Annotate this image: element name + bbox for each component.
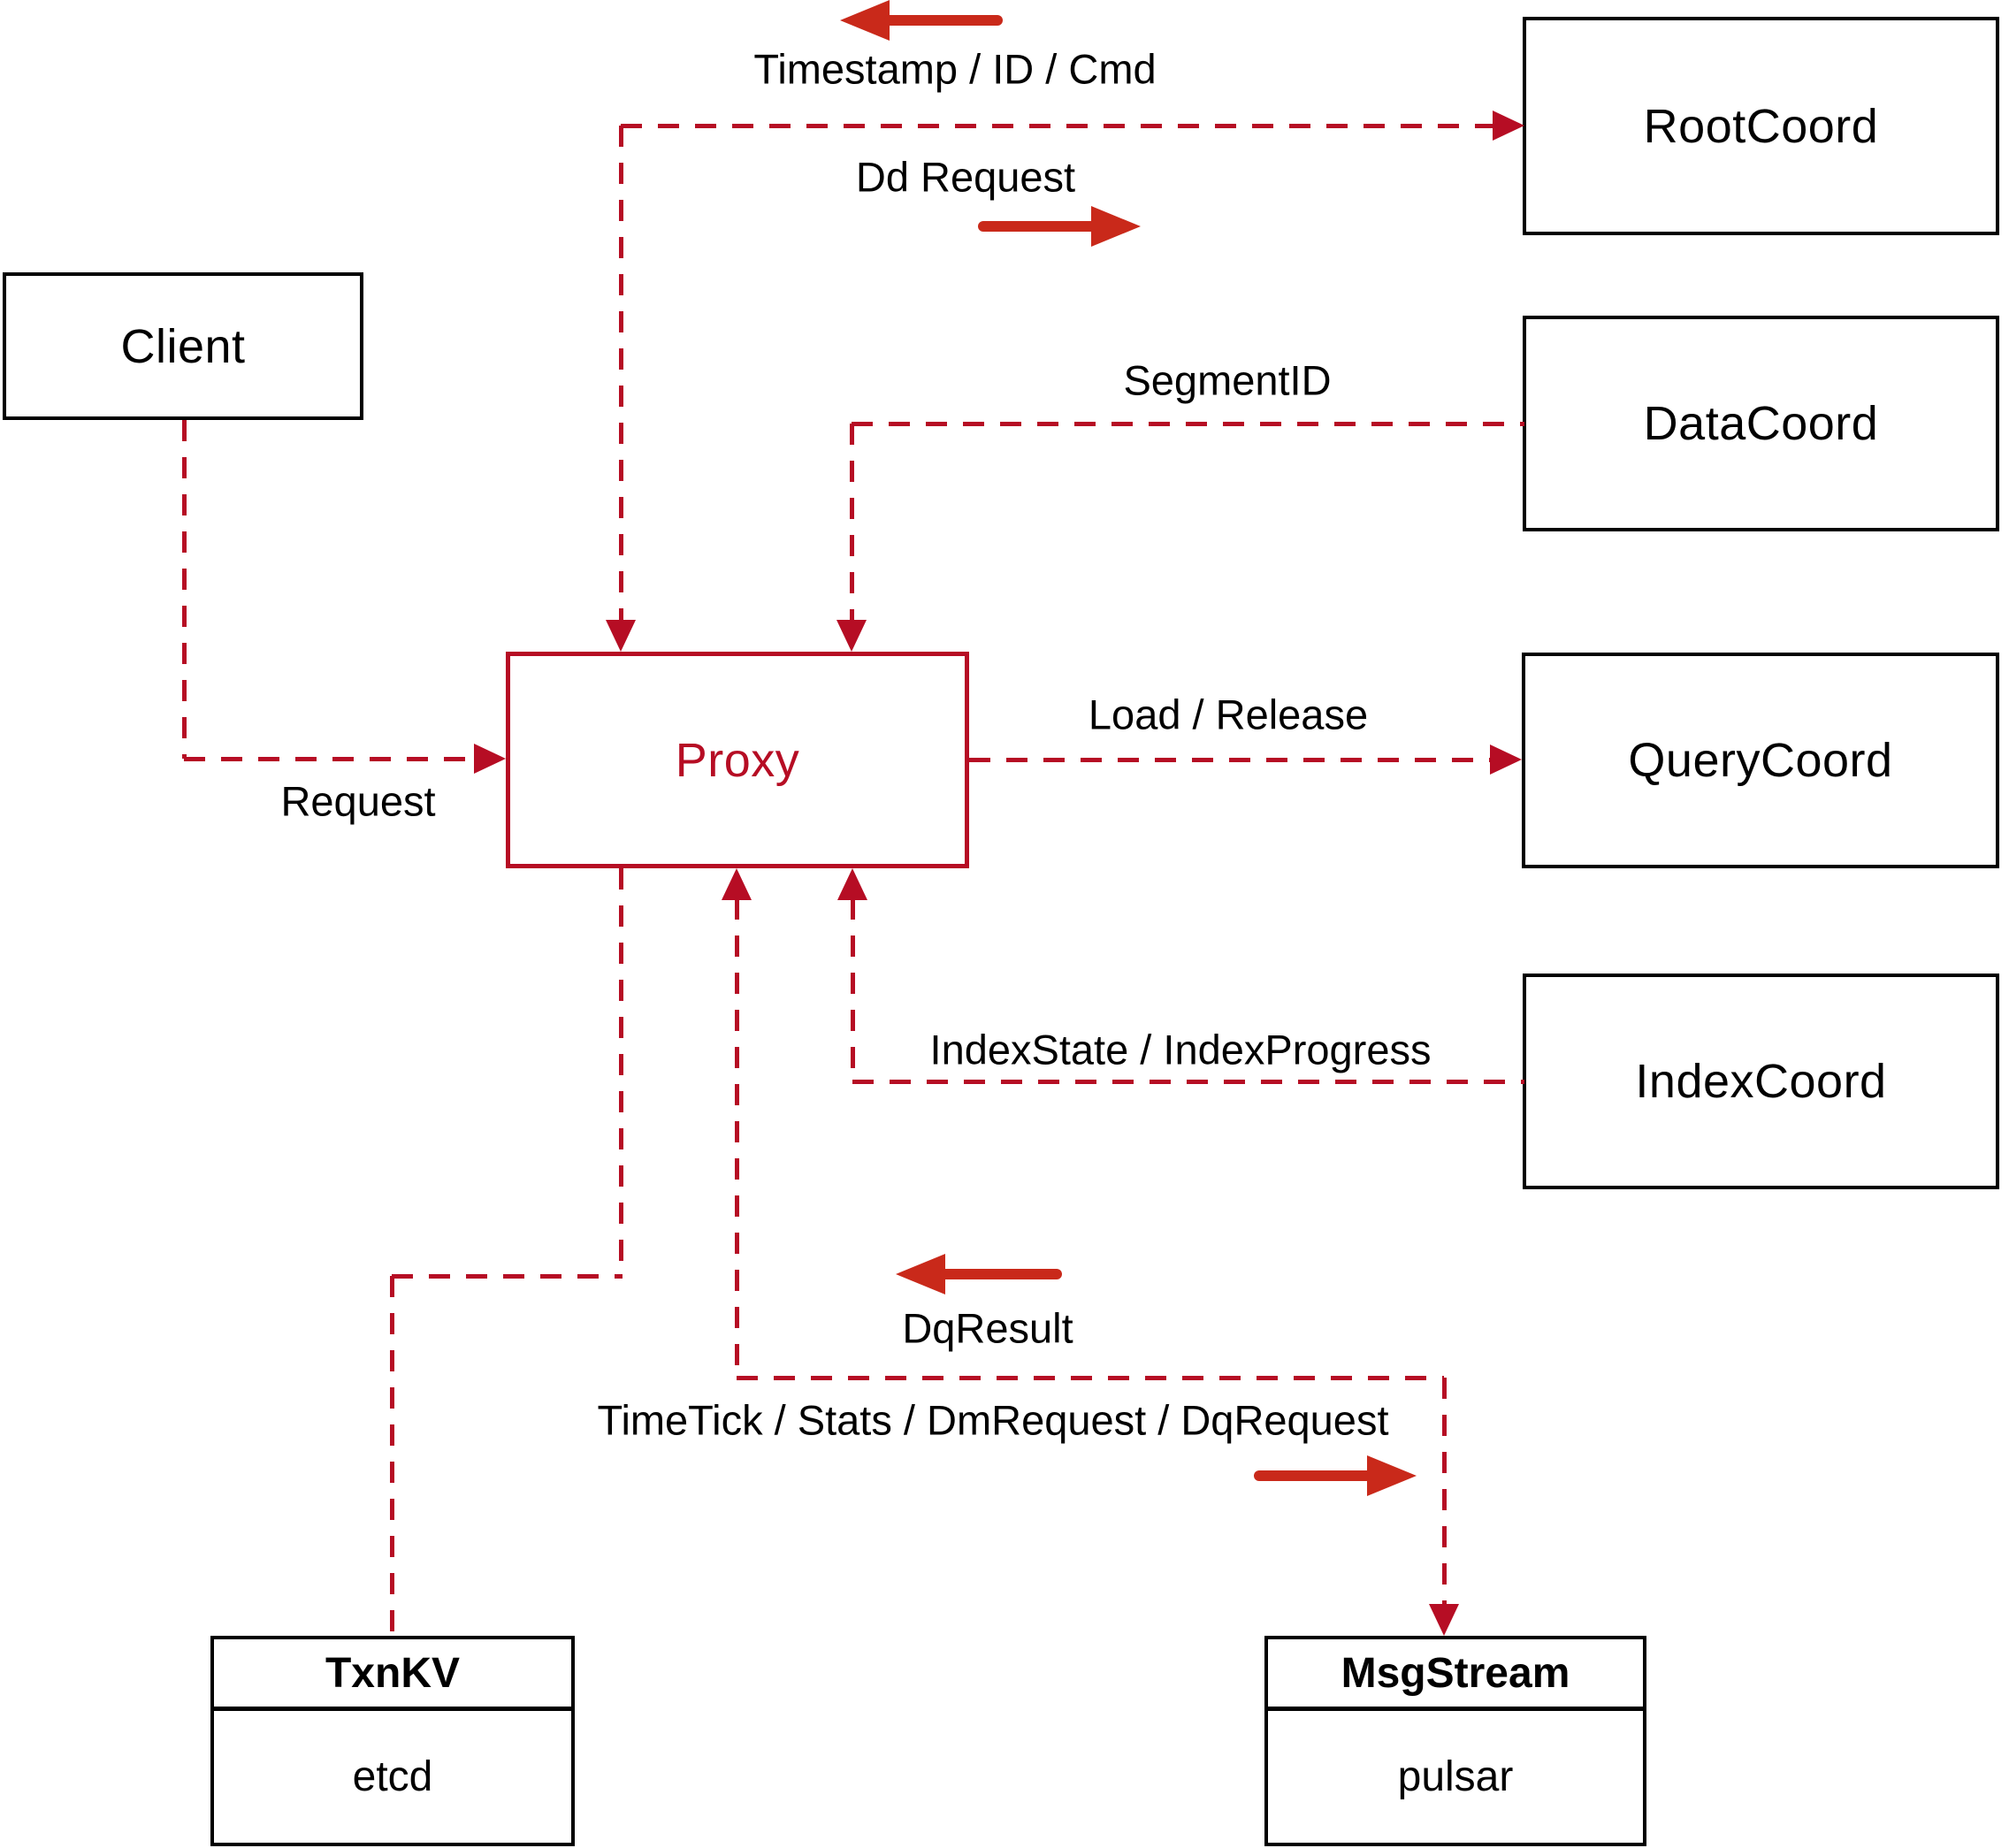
direction-arrow-left-icon — [840, 0, 1008, 41]
edge-client-proxy-horizontal — [184, 757, 476, 761]
node-rootcoord: RootCoord — [1523, 17, 1999, 235]
node-rootcoord-label: RootCoord — [1643, 99, 1879, 153]
direction-arrow-right-icon — [1249, 1455, 1417, 1496]
node-datacoord-label: DataCoord — [1643, 397, 1879, 450]
arrow-shaft — [884, 15, 1003, 26]
arrowhead-into-proxy-bottom-right — [837, 868, 867, 900]
arrow-head-icon — [1091, 206, 1141, 247]
node-proxy: Proxy — [506, 652, 969, 868]
edge-label-request: Request — [280, 777, 436, 825]
node-indexcoord: IndexCoord — [1523, 974, 1999, 1189]
node-txnkv-subtitle: etcd — [352, 1753, 433, 1800]
arrowhead-into-rootcoord — [1493, 111, 1524, 141]
node-msgstream-title: MsgStream — [1268, 1639, 1643, 1711]
node-proxy-label: Proxy — [675, 733, 800, 787]
node-msgstream: MsgStream pulsar — [1264, 1636, 1646, 1846]
node-client: Client — [3, 272, 363, 420]
node-txnkv: TxnKV etcd — [210, 1636, 575, 1846]
direction-arrow-right-icon — [973, 206, 1141, 247]
node-client-label: Client — [120, 319, 246, 373]
arrowhead-into-msgstream — [1429, 1604, 1459, 1636]
arrow-shaft — [978, 221, 1096, 232]
edge-indexcoord-proxy-vertical — [851, 898, 855, 1081]
edge-label-timestamp-id-cmd: Timestamp / ID / Cmd — [753, 45, 1157, 93]
edge-datacoord-proxy-horizontal — [852, 422, 1524, 426]
edge-client-proxy-vertical — [182, 420, 187, 759]
arrowhead-into-proxy-top-right — [836, 620, 867, 652]
arrowhead-into-querycoord — [1490, 745, 1522, 775]
node-indexcoord-label: IndexCoord — [1635, 1055, 1887, 1108]
arrow-shaft — [940, 1269, 1062, 1279]
node-msgstream-subtitle: pulsar — [1397, 1753, 1514, 1800]
edge-proxy-rootcoord-vertical — [619, 126, 623, 622]
arrowhead-into-proxy-top-left — [606, 620, 636, 652]
edge-indexcoord-proxy-horizontal — [852, 1080, 1524, 1084]
node-querycoord: QueryCoord — [1522, 653, 1999, 868]
arrow-head-icon — [1367, 1455, 1417, 1496]
edge-proxy-txnkv-vertical-lower — [390, 1276, 394, 1636]
edge-datacoord-proxy-vertical — [850, 424, 854, 620]
node-datacoord: DataCoord — [1523, 316, 1999, 531]
arrowhead-into-proxy-left — [474, 744, 506, 774]
edge-proxy-querycoord-horizontal — [969, 758, 1492, 762]
edge-proxy-msgstream-vertical-upper — [735, 898, 739, 1378]
edge-label-dd-request: Dd Request — [855, 153, 1076, 201]
edge-label-index-state-progress: IndexState / IndexProgress — [929, 1026, 1432, 1073]
edge-proxy-msgstream-horizontal — [737, 1376, 1444, 1380]
edge-proxy-msgstream-vertical-lower — [1442, 1378, 1447, 1606]
arrow-head-icon — [896, 1254, 945, 1294]
edge-label-segment-id: SegmentID — [1123, 356, 1332, 404]
arrow-head-icon — [840, 0, 890, 41]
edge-label-dq-result: DqResult — [902, 1304, 1073, 1352]
edge-label-timetick-stats: TimeTick / Stats / DmRequest / DqRequest — [597, 1396, 1389, 1444]
node-querycoord-label: QueryCoord — [1628, 734, 1893, 787]
edge-proxy-txnkv-vertical-upper — [619, 868, 623, 1276]
edge-proxy-rootcoord-horizontal — [621, 124, 1494, 128]
arrowhead-into-proxy-bottom-left — [722, 868, 752, 900]
edge-proxy-txnkv-horizontal — [392, 1274, 623, 1279]
node-txnkv-title: TxnKV — [214, 1639, 571, 1711]
edge-label-load-release: Load / Release — [1088, 691, 1369, 738]
direction-arrow-left-icon — [896, 1254, 1067, 1294]
arrow-shaft — [1254, 1470, 1372, 1481]
